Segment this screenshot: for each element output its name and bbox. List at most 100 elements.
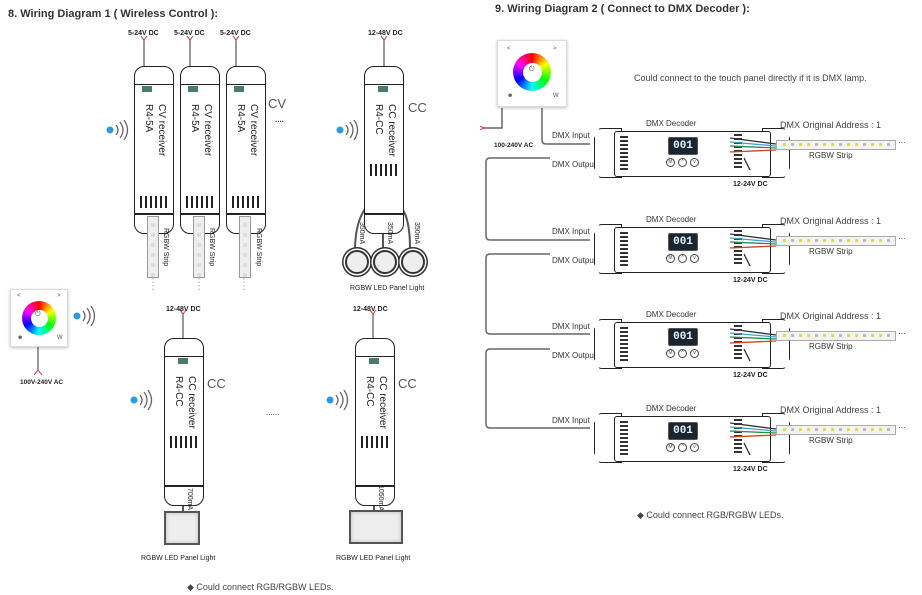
- power-terminal: [378, 86, 388, 92]
- dmx-address-label: DMX Original Address : 1: [780, 405, 882, 415]
- cc-bottom-1-current: 700mA: [186, 488, 193, 511]
- dmx-power-label: 12-24V DC: [733, 277, 768, 284]
- receiver-title: CC receiver: [386, 104, 397, 157]
- rgbw-strip-label: RGBW Strip: [809, 151, 853, 160]
- dmx-address-label: DMX Original Address : 1: [780, 311, 882, 321]
- dmx-output-label: DMX Output: [552, 256, 597, 265]
- dmx-decoder: 001 M ^ v: [594, 319, 790, 369]
- output-terminal: [361, 436, 389, 448]
- output-terminal: [186, 196, 214, 208]
- cc-bottom-2-current: 1050mA: [377, 485, 384, 512]
- up-button[interactable]: ^: [678, 443, 687, 452]
- power-terminal: [142, 86, 152, 92]
- down-button[interactable]: v: [690, 443, 699, 452]
- receiver-title: CV receiver: [248, 104, 259, 157]
- dmx-input-terminal: [620, 136, 628, 170]
- dmx-decoder: 001 M ^ v: [594, 128, 790, 178]
- mode-button[interactable]: M: [666, 349, 675, 358]
- white-key-icon: W: [553, 93, 559, 99]
- rgbw-strip-3: [239, 216, 251, 278]
- diagram2-heading: 9. Wiring Diagram 2 ( Connect to DMX Dec…: [495, 3, 750, 15]
- receiver-model: R4-5A: [189, 104, 200, 133]
- receiver-title: CC receiver: [377, 376, 388, 429]
- rgbw-strip-label: RGBW Strip: [809, 247, 853, 256]
- rgbw-strip: [776, 236, 896, 246]
- dmx-input-terminal: [620, 232, 628, 266]
- output-terminal: [232, 196, 260, 208]
- right-key-icon: >: [553, 46, 557, 52]
- address-display: 001: [668, 328, 698, 346]
- dmx-touch-panel: < > ⏻ ☻ W: [497, 40, 567, 107]
- dmx-decoder: 001 M ^ v: [594, 224, 790, 274]
- receiver-model: R4-5A: [235, 104, 246, 133]
- down-button[interactable]: v: [690, 158, 699, 167]
- color-wheel: [22, 301, 56, 335]
- up-button[interactable]: ^: [678, 254, 687, 263]
- output-terminal: [370, 164, 398, 176]
- strip-ellipsis: ···: [898, 234, 906, 243]
- address-display: 001: [668, 422, 698, 440]
- diagram1-heading: 8. Wiring Diagram 1 ( Wireless Control )…: [8, 8, 219, 20]
- cc-bottom-1-label: CC: [207, 376, 226, 391]
- cc-bottom-1-load: RGBW LED Panel Light: [141, 555, 216, 562]
- wireless-signal-icon: [106, 120, 129, 140]
- cv-ellipsis: ....: [275, 115, 284, 124]
- rgbw-strip: [776, 331, 896, 341]
- down-button[interactable]: v: [690, 254, 699, 263]
- up-button[interactable]: ^: [678, 158, 687, 167]
- cc-bottom-2-load: RGBW LED Panel Light: [336, 555, 411, 562]
- panel-supply-label: 100-240V AC: [494, 142, 534, 149]
- dmx-output-wires: [730, 233, 777, 266]
- diagram2-wiring: [480, 108, 590, 429]
- wireless-signal-icon: [130, 390, 153, 410]
- power-key-icon: ⏻: [529, 66, 535, 73]
- dmx-decoder-title: DMX Decoder: [646, 404, 697, 413]
- dmx-input-label: DMX Input: [552, 416, 590, 425]
- dmx-decoder-title: DMX Decoder: [646, 310, 697, 319]
- dmx-output-label: DMX Output: [552, 160, 597, 169]
- cc-bottom-2-label: CC: [398, 376, 417, 391]
- touch-panel-remote: < > ⏻ ☻ W: [10, 289, 68, 347]
- receiver-model: R4-CC: [173, 376, 184, 407]
- dmx-input-label: DMX Input: [552, 131, 590, 140]
- power-terminal: [369, 358, 379, 364]
- mode-button[interactable]: M: [666, 443, 675, 452]
- remote-supply-label: 100V-240V AC: [20, 379, 64, 386]
- dmx-power-label: 12-24V DC: [733, 372, 768, 379]
- address-display: 001: [668, 137, 698, 155]
- dmx-input-terminal: [620, 421, 628, 455]
- cv-receiver-3-power: 5-24V DC: [220, 30, 251, 37]
- led-panel-light-1: [164, 511, 200, 545]
- wireless-signal-icon: [336, 120, 359, 140]
- mode-button[interactable]: M: [666, 158, 675, 167]
- cc-top-power: 12-48V DC: [368, 30, 403, 37]
- panel-note: Could connect to the touch panel directl…: [634, 73, 867, 83]
- left-key-icon: <: [17, 293, 21, 299]
- dmx-output-label: DMX Output: [552, 351, 597, 360]
- round-panel-light-1: [345, 250, 369, 274]
- cc-bottom-1-power: 12-48V DC: [166, 306, 201, 313]
- strip-ellipsis: ···: [898, 423, 906, 432]
- current-label-1: 350mA: [358, 222, 365, 245]
- power-terminal: [178, 358, 188, 364]
- mode-button[interactable]: M: [666, 254, 675, 263]
- strip-label-2: RGBW Strip: [208, 228, 215, 267]
- dmx-input-terminal: [620, 327, 628, 361]
- dmx-address-label: DMX Original Address : 1: [780, 120, 882, 130]
- down-button[interactable]: v: [690, 349, 699, 358]
- rgbw-strip-1: [147, 216, 159, 278]
- dmx-power-label: 12-24V DC: [733, 466, 768, 473]
- up-button[interactable]: ^: [678, 349, 687, 358]
- right-key-icon: >: [57, 293, 61, 299]
- current-label-2: 350mA: [386, 222, 393, 245]
- dmx-address-label: DMX Original Address : 1: [780, 216, 882, 226]
- bulb-key-icon: ☻: [17, 335, 24, 341]
- power-terminal: [234, 86, 244, 92]
- wireless-signal-icon: [73, 306, 96, 326]
- cv-label: CV: [268, 96, 287, 111]
- receiver-model: R4-CC: [373, 104, 384, 135]
- diagram1-footnote: ◆ Could connect RGB/RGBW LEDs.: [187, 582, 334, 592]
